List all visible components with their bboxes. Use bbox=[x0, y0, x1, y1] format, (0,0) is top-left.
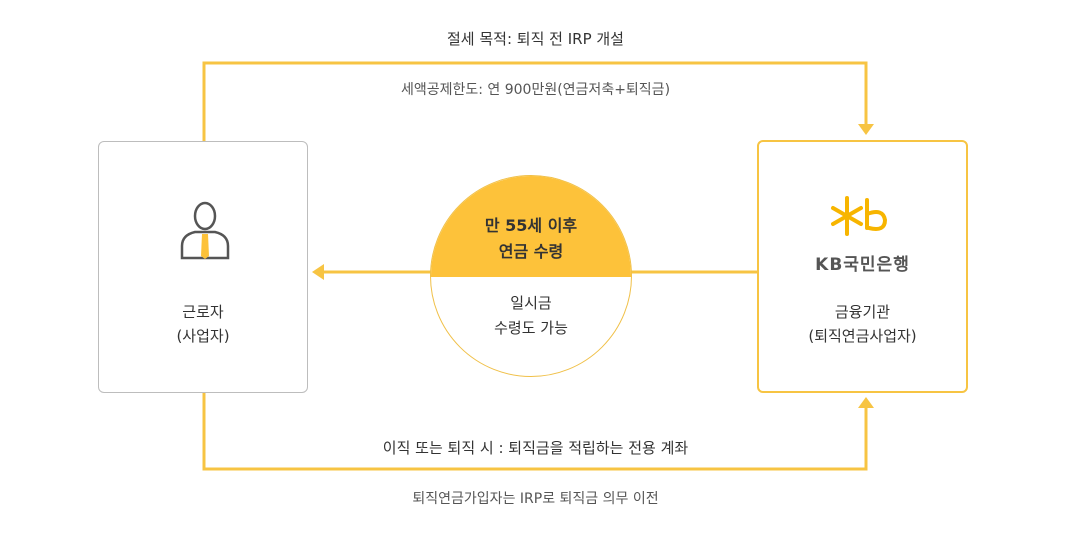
top-label: 절세 목적: 퇴직 전 IRP 개설 bbox=[447, 30, 624, 48]
kb-star-logo bbox=[831, 196, 888, 236]
circle-sub-line1: 일시금 bbox=[510, 294, 552, 312]
arrow-down-to-bank bbox=[858, 124, 874, 135]
worker-label-line2: (사업자) bbox=[176, 327, 230, 345]
bottom-label: 이직 또는 퇴직 시 : 퇴직금을 적립하는 전용 계좌 bbox=[382, 439, 689, 457]
bank-label-line1: 금융기관 bbox=[834, 303, 891, 321]
bottom-connector bbox=[202, 393, 868, 471]
top-connector bbox=[202, 61, 868, 141]
bottom-sublabel: 퇴직연금가입자는 IRP로 퇴직금 의무 이전 bbox=[412, 491, 659, 507]
pension-circle: 만 55세 이후 연금 수령 일시금 수령도 가능 bbox=[430, 175, 632, 377]
circle-top-fill bbox=[431, 176, 631, 277]
circle-sub-line2: 수령도 가능 bbox=[494, 319, 568, 337]
circle-main-line2: 연금 수령 bbox=[498, 242, 564, 261]
circle-main-line1: 만 55세 이후 bbox=[484, 216, 578, 235]
kb-logo-text: KB국민은행 bbox=[815, 255, 910, 275]
bank-box: KB국민은행 금융기관 (퇴직연금사업자) bbox=[757, 140, 968, 393]
worker-box: 근로자 (사업자) bbox=[98, 141, 308, 393]
top-sublabel: 세액공제한도: 연 900만원(연금저축+퇴직금) bbox=[400, 82, 671, 98]
arrow-up-to-bank bbox=[858, 397, 874, 408]
bank-label-line2: (퇴직연금사업자) bbox=[808, 327, 917, 345]
worker-label-line1: 근로자 bbox=[182, 303, 224, 321]
person-icon bbox=[180, 201, 230, 260]
arrow-left-to-worker bbox=[312, 264, 324, 280]
